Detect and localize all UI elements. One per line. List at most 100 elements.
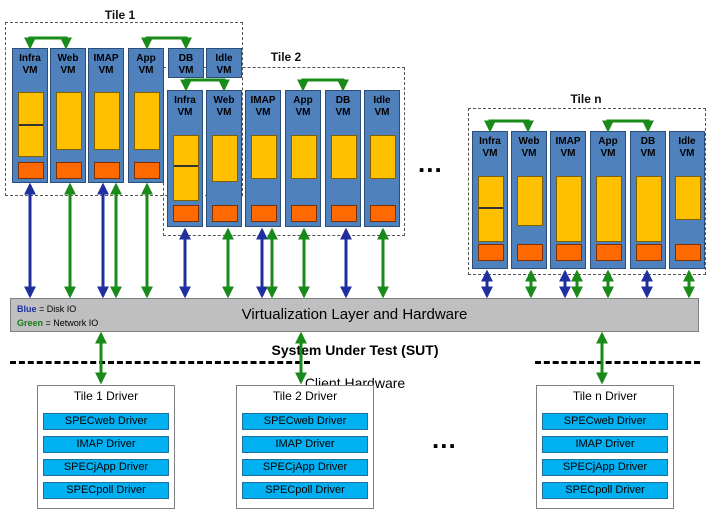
tiles-ellipsis: ... <box>418 148 443 178</box>
vm-label: App VM <box>293 95 313 118</box>
tile-n-infra-web-link <box>484 119 534 133</box>
tile-n-box <box>468 108 706 275</box>
tile-n-infra-vm: Infra VM <box>472 131 508 269</box>
app-block <box>134 92 160 150</box>
specpoll-driver: SPECpoll Driver <box>242 482 368 499</box>
driver-network-arrows <box>95 331 608 385</box>
tile-1-web-vm: Web VM <box>50 48 86 183</box>
drivers-ellipsis: ... <box>432 424 457 454</box>
tile-n-app-vm: App VM <box>590 131 626 269</box>
inter-vm-network-arrows <box>24 36 654 133</box>
driver-title: Tile n Driver <box>572 389 638 403</box>
specjapp-driver: SPECjApp Driver <box>43 459 169 476</box>
tile-1-idle-vm: Idle VM <box>206 48 242 78</box>
app-block <box>636 176 662 242</box>
tile-1-driver-box: Tile 1 Driver SPECweb Driver IMAP Driver… <box>37 385 175 509</box>
app-block <box>596 176 622 242</box>
vm-label: Web VM <box>518 136 540 159</box>
tile-n-imap-vm: IMAP VM <box>550 131 586 269</box>
tile-1-infra-vm: Infra VM <box>12 48 48 183</box>
disk-block <box>478 244 504 261</box>
vm-label: Idle VM <box>678 136 696 159</box>
tile-2-app-db-link <box>297 78 349 92</box>
specjapp-driver: SPECjApp Driver <box>542 459 668 476</box>
tile-2-db-vm: DB VM <box>325 90 361 227</box>
disk-block <box>173 205 199 222</box>
imap-driver: IMAP Driver <box>542 436 668 453</box>
specweb-driver: SPECweb Driver <box>542 413 668 430</box>
driver-title: Tile 1 Driver <box>73 389 139 403</box>
disk-block <box>251 205 277 222</box>
sut-divider-right <box>535 361 700 364</box>
driver-title: Tile 2 Driver <box>272 389 338 403</box>
app-block <box>173 135 199 201</box>
tile-2-infra-web-link <box>180 78 230 92</box>
disk-block <box>291 205 317 222</box>
legend-green-word: Green <box>17 318 44 328</box>
app-block <box>291 135 317 179</box>
legend-disk-io: Blue = Disk IO <box>17 304 76 314</box>
tile-n-driver-box: Tile n Driver SPECweb Driver IMAP Driver… <box>536 385 674 509</box>
tile-2-infra-vm: Infra VM <box>167 90 203 227</box>
vm-label: App VM <box>136 53 156 76</box>
app-block <box>478 176 504 242</box>
legend-network-io: Green = Network IO <box>17 318 98 328</box>
specjapp-driver: SPECjApp Driver <box>242 459 368 476</box>
vm-label: DB VM <box>335 95 351 118</box>
tile-n-title: Tile n <box>570 92 602 106</box>
legend-blue-word: Blue <box>17 304 37 314</box>
disk-block <box>675 244 701 261</box>
imap-driver: IMAP Driver <box>242 436 368 453</box>
legend-green-text: = Network IO <box>43 318 99 328</box>
vm-label: Infra VM <box>19 53 41 76</box>
vm-label: Web VM <box>213 95 235 118</box>
app-block <box>556 176 582 242</box>
tile-1-box <box>5 22 243 196</box>
vm-label: App VM <box>598 136 618 159</box>
vm-label: IMAP VM <box>555 136 581 159</box>
sut-label: System Under Test (SUT) <box>271 342 439 358</box>
vm-label: Infra VM <box>479 136 501 159</box>
tile-1-db-vm: DB VM <box>168 48 204 78</box>
tile-n-web-vm: Web VM <box>511 131 547 269</box>
app-block <box>212 135 238 182</box>
specweb-driver: SPECweb Driver <box>43 413 169 430</box>
vm-label: DB VM <box>640 136 656 159</box>
tile-1-imap-vm: IMAP VM <box>88 48 124 183</box>
disk-block <box>331 205 357 222</box>
app-block <box>517 176 543 226</box>
tile-2-io-arrows <box>179 227 389 299</box>
tile-n-io-arrows <box>481 269 695 299</box>
tile-1-app-db-link <box>141 36 192 50</box>
disk-block <box>596 244 622 261</box>
legend-blue-text: = Disk IO <box>36 304 77 314</box>
sut-divider-left <box>10 361 310 364</box>
specpoll-driver: SPECpoll Driver <box>542 482 668 499</box>
tile-1-app-vm: App VM <box>128 48 164 183</box>
vm-label: Web VM <box>57 53 79 76</box>
app-block <box>18 92 44 157</box>
app-block <box>675 176 701 220</box>
disk-block <box>636 244 662 261</box>
disk-block <box>18 162 44 179</box>
specpoll-driver: SPECpoll Driver <box>43 482 169 499</box>
tile-2-driver-box: Tile 2 Driver SPECweb Driver IMAP Driver… <box>236 385 374 509</box>
disk-block <box>134 162 160 179</box>
disk-block <box>370 205 396 222</box>
vm-label: Idle VM <box>373 95 391 118</box>
tile-2-imap-vm: IMAP VM <box>245 90 281 227</box>
disk-block <box>517 244 543 261</box>
vm-label: DB VM <box>178 53 194 76</box>
disk-block <box>94 162 120 179</box>
vm-label: IMAP VM <box>250 95 276 118</box>
app-block <box>251 135 277 179</box>
vm-label: Idle VM <box>215 53 233 76</box>
tile-2-web-vm: Web VM <box>206 90 242 227</box>
virtualization-title: Virtualization Layer and Hardware <box>241 306 468 323</box>
tile-n-app-db-link <box>602 119 654 133</box>
app-block <box>94 92 120 150</box>
tile-1-io-arrows <box>24 182 153 299</box>
virtualization-layer: Virtualization Layer and Hardware Blue =… <box>10 298 699 332</box>
disk-block <box>212 205 238 222</box>
